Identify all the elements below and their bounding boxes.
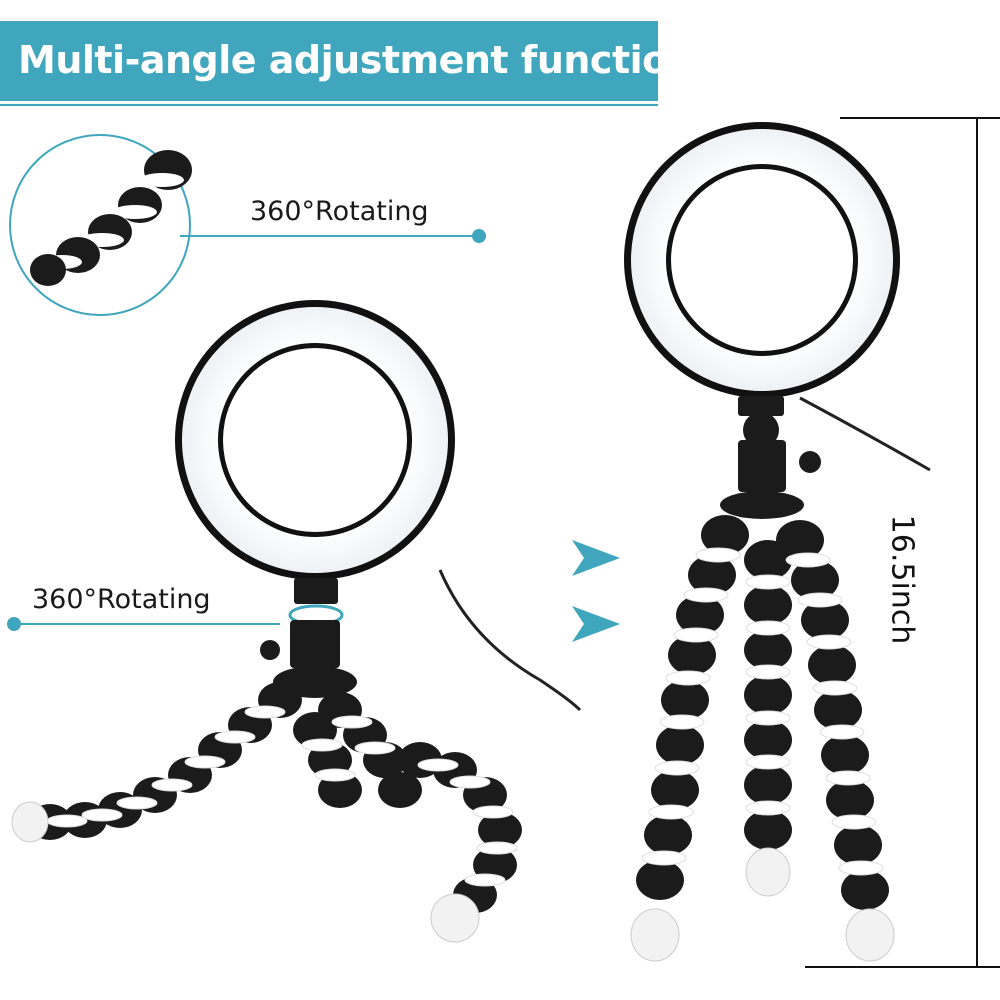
callout-top-dot bbox=[472, 229, 486, 243]
left-tripod bbox=[11, 682, 522, 943]
right-ring-light bbox=[624, 122, 931, 472]
dimension-indicator bbox=[805, 117, 1000, 968]
zoom-inset bbox=[9, 134, 192, 316]
left-ball-head bbox=[260, 578, 357, 698]
height-dimension-label: 16.5inch bbox=[884, 514, 920, 645]
banner-underline bbox=[0, 104, 658, 106]
callout-mid-dot bbox=[7, 617, 21, 631]
zoom-tripod-leg bbox=[30, 150, 192, 286]
callout-mid-label: 360°Rotating bbox=[32, 584, 211, 615]
banner-title: Multi-angle adjustment function bbox=[18, 38, 695, 82]
right-tripod bbox=[630, 515, 895, 962]
title-banner bbox=[0, 21, 658, 101]
callout-top-label: 360°Rotating bbox=[250, 196, 429, 227]
right-ball-head bbox=[720, 396, 821, 519]
left-ring-light bbox=[175, 300, 582, 712]
arrow-right-icon bbox=[572, 540, 620, 576]
arrow-right-icon bbox=[572, 606, 620, 642]
